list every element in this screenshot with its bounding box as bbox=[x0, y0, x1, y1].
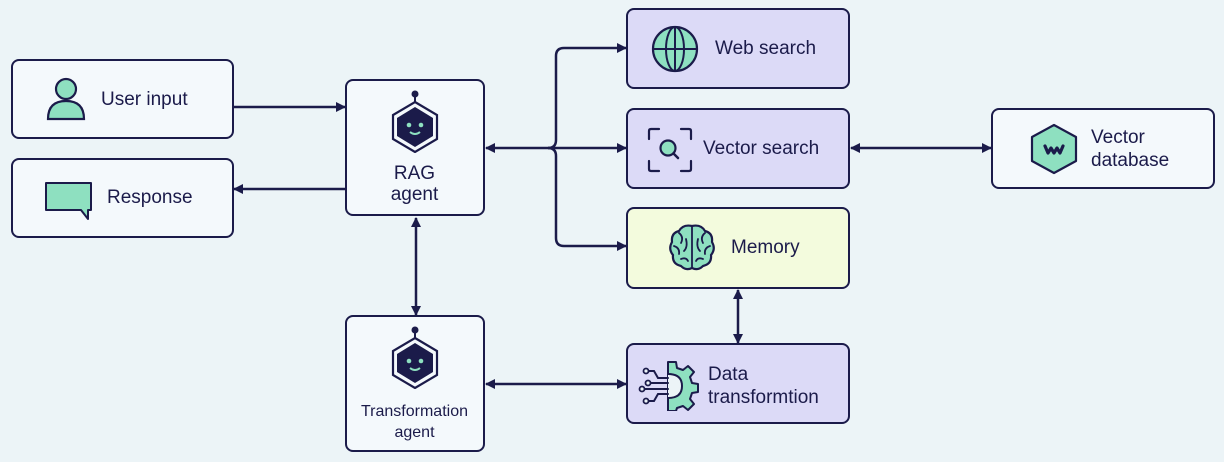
vector-db-hexagon-icon bbox=[1030, 123, 1078, 175]
vector-search-node: Vector search bbox=[626, 108, 850, 189]
response-node: Response bbox=[11, 158, 234, 238]
transformation-agent-label: Transformation agent bbox=[347, 401, 482, 443]
brain-icon bbox=[669, 224, 715, 271]
response-label: Response bbox=[107, 187, 193, 208]
transformation-agent-label-line1: Transformation bbox=[361, 403, 468, 420]
web-search-node: Web search bbox=[626, 8, 850, 89]
rag-agent-node: RAG agent bbox=[345, 79, 485, 216]
edge-trunk-web-search bbox=[547, 43, 627, 150]
vector-database-node: Vector database bbox=[991, 108, 1215, 189]
globe-icon bbox=[651, 25, 699, 73]
user-input-label: User input bbox=[101, 89, 188, 110]
vector-database-label-line1: Vector bbox=[1091, 127, 1145, 148]
rag-agent-label: RAG agent bbox=[347, 163, 482, 205]
data-transformation-label-line1: Data bbox=[708, 364, 749, 385]
user-input-node: User input bbox=[11, 59, 234, 139]
vector-database-label-line2: database bbox=[1091, 150, 1170, 171]
memory-node: Memory bbox=[626, 207, 850, 289]
memory-label: Memory bbox=[731, 237, 800, 258]
rag-agent-label-line1: RAG bbox=[393, 163, 436, 184]
rag-agent-label-line2: agent bbox=[390, 184, 439, 205]
chat-bubble-icon bbox=[45, 182, 92, 220]
edge-trunk-memory bbox=[547, 146, 627, 251]
data-transformation-label-line2: transformtion bbox=[708, 387, 819, 408]
vector-database-label: Vector database bbox=[1091, 126, 1169, 172]
robot-icon bbox=[391, 326, 439, 389]
user-icon bbox=[46, 77, 86, 121]
data-transformation-node: Data transformtion bbox=[626, 343, 850, 424]
robot-icon bbox=[391, 90, 439, 153]
vector-search-label: Vector search bbox=[703, 138, 820, 159]
search-scan-icon bbox=[647, 127, 693, 173]
gear-circuit-icon bbox=[638, 361, 699, 411]
web-search-label: Web search bbox=[715, 38, 817, 59]
transformation-agent-label-line2: agent bbox=[394, 424, 435, 441]
transformation-agent-node: Transformation agent bbox=[345, 315, 485, 452]
data-transformation-label: Data transformtion bbox=[708, 363, 819, 409]
